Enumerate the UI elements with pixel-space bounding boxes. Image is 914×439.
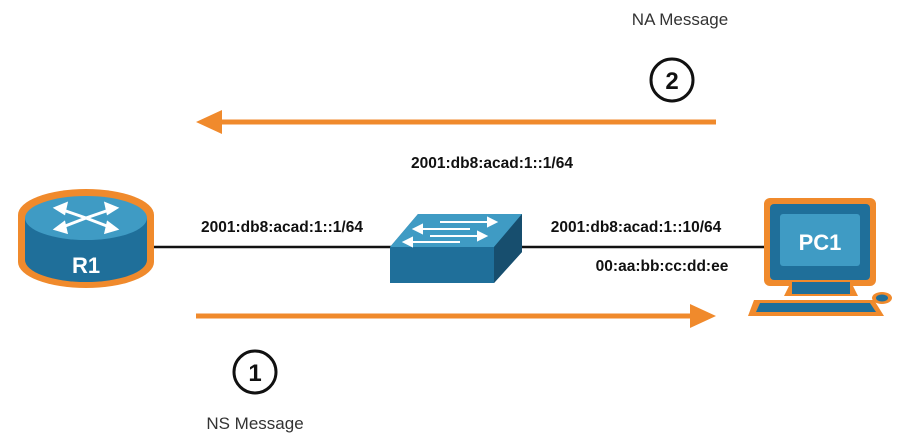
router-link-address: 2001:db8:acad:1::1/64 — [201, 219, 363, 236]
ns-message-label: NS Message — [206, 414, 303, 433]
pc-link-address: 2001:db8:acad:1::10/64 — [551, 219, 722, 236]
ns-arrow — [196, 304, 716, 328]
pc-mac-address: 00:aa:bb:cc:dd:ee — [596, 258, 729, 275]
target-address: 2001:db8:acad:1::1/64 — [411, 155, 573, 172]
pc-label: PC1 — [799, 230, 842, 255]
na-message-label: NA Message — [632, 10, 728, 29]
switch-icon — [390, 214, 522, 283]
router-label: R1 — [72, 253, 100, 278]
step-2-number: 2 — [665, 68, 678, 95]
step-1-badge: 1 — [232, 349, 278, 395]
step-1-number: 1 — [248, 360, 261, 387]
router-r1-icon: R1 — [18, 189, 154, 288]
na-arrow — [196, 110, 716, 134]
step-2-badge: 2 — [649, 57, 695, 103]
pc1-icon: PC1 — [748, 198, 892, 316]
